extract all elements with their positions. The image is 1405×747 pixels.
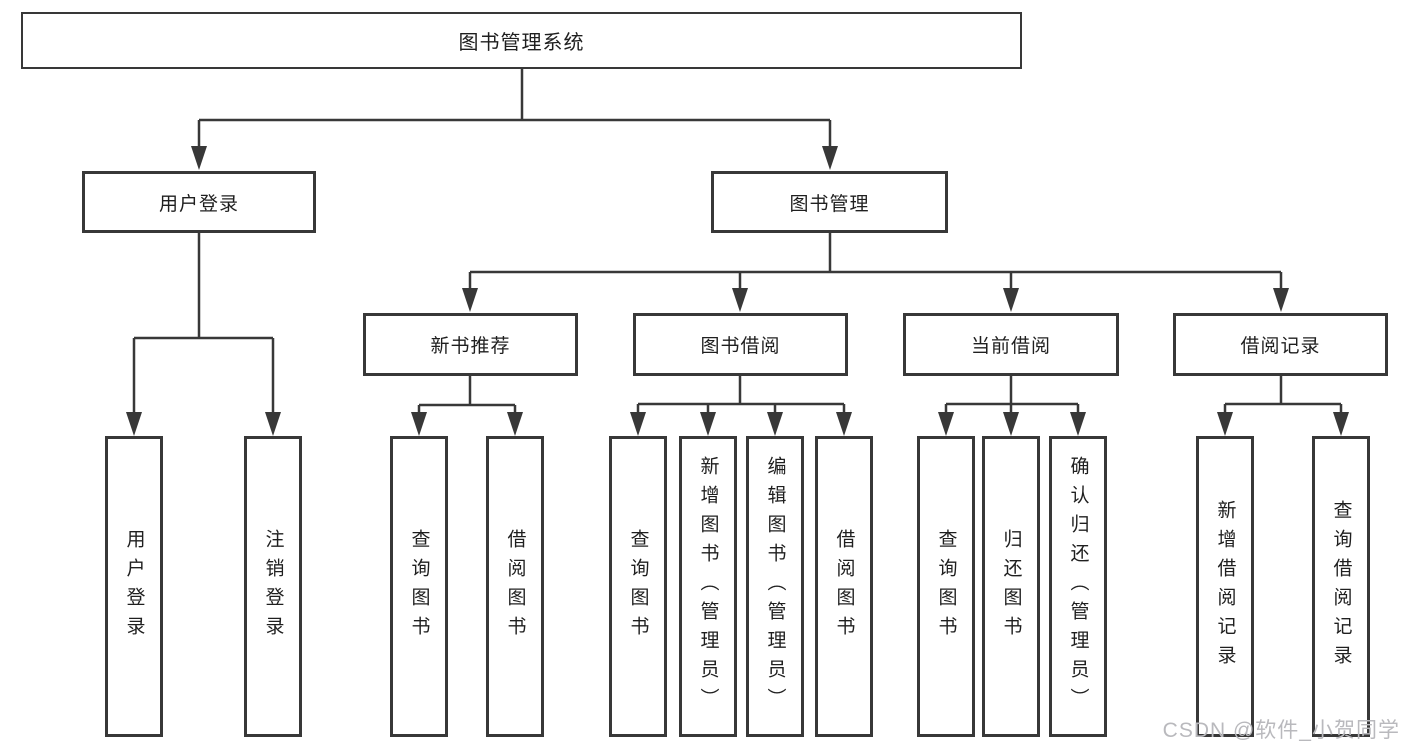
leaf-query-book: 查询图书 — [917, 436, 975, 737]
leaf-return-book: 归还图书 — [982, 436, 1040, 737]
leaf-borrow-book: 借阅图书 — [486, 436, 544, 737]
leaf-add-book-admin: 新增图书（管理员） — [679, 436, 737, 737]
leaf-query-book: 查询图书 — [609, 436, 667, 737]
node-borrow-records: 借阅记录 — [1173, 313, 1388, 376]
node-user-login: 用户登录 — [82, 171, 316, 233]
leaf-add-borrow-record: 新增借阅记录 — [1196, 436, 1254, 737]
csdn-watermark: CSDN @软件_小贺同学 — [1162, 719, 1400, 742]
leaf-user-login: 用户登录 — [105, 436, 163, 737]
leaf-borrow-book: 借阅图书 — [815, 436, 873, 737]
leaf-confirm-return-admin: 确认归还（管理员） — [1049, 436, 1107, 737]
leaf-logout: 注销登录 — [244, 436, 302, 737]
leaf-query-book: 查询图书 — [390, 436, 448, 737]
node-book-borrow: 图书借阅 — [633, 313, 848, 376]
node-book-management: 图书管理 — [711, 171, 948, 233]
node-current-borrow: 当前借阅 — [903, 313, 1119, 376]
node-library-management-system: 图书管理系统 — [21, 12, 1022, 69]
leaf-query-borrow-record: 查询借阅记录 — [1312, 436, 1370, 737]
leaf-edit-book-admin: 编辑图书（管理员） — [746, 436, 804, 737]
node-new-book-recommend: 新书推荐 — [363, 313, 578, 376]
